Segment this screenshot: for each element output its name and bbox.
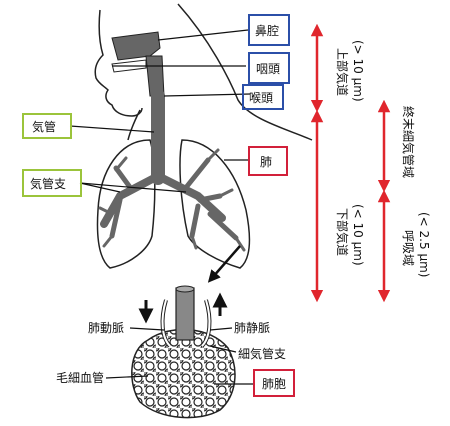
region-terminal-bronchiole: 終末細気管域 [401,106,416,178]
label-lung: 肺 [260,155,272,169]
label-pulmonary-vein: 肺静脈 [234,321,270,335]
region-respiratory: 呼吸域 [401,230,415,266]
label-bronchi: 気管支 [30,176,66,191]
label-larynx: 喉頭 [249,91,273,105]
upper-airway-organs [111,31,165,97]
label-pulmonary-artery: 肺動脈 [88,321,124,335]
label-alveolus: 肺胞 [262,377,286,391]
label-capillary: 毛細血管 [56,370,104,385]
label-boxes [22,14,295,397]
label-trachea: 気管 [32,119,56,134]
region-upper-airway: 上部気道 [335,48,350,96]
leader-lines [69,29,254,385]
region-lower-airway: 下部気道 [335,208,350,256]
region-lower-airway-size: (< 10 μm) [351,204,365,266]
trachea-bronchi [98,89,246,252]
region-respiratory-size: (< 2.5 μm) [417,212,431,277]
range-arrows [310,23,391,303]
zoom-arrow [207,245,241,283]
label-nasal-cavity: 鼻腔 [255,23,279,38]
region-upper-airway-size: (> 10 μm) [351,40,365,102]
alveolus-inset [131,285,236,419]
label-pharynx: 咽頭 [256,62,280,76]
lungs [96,139,251,269]
label-bronchiole: 細気管支 [238,346,286,361]
